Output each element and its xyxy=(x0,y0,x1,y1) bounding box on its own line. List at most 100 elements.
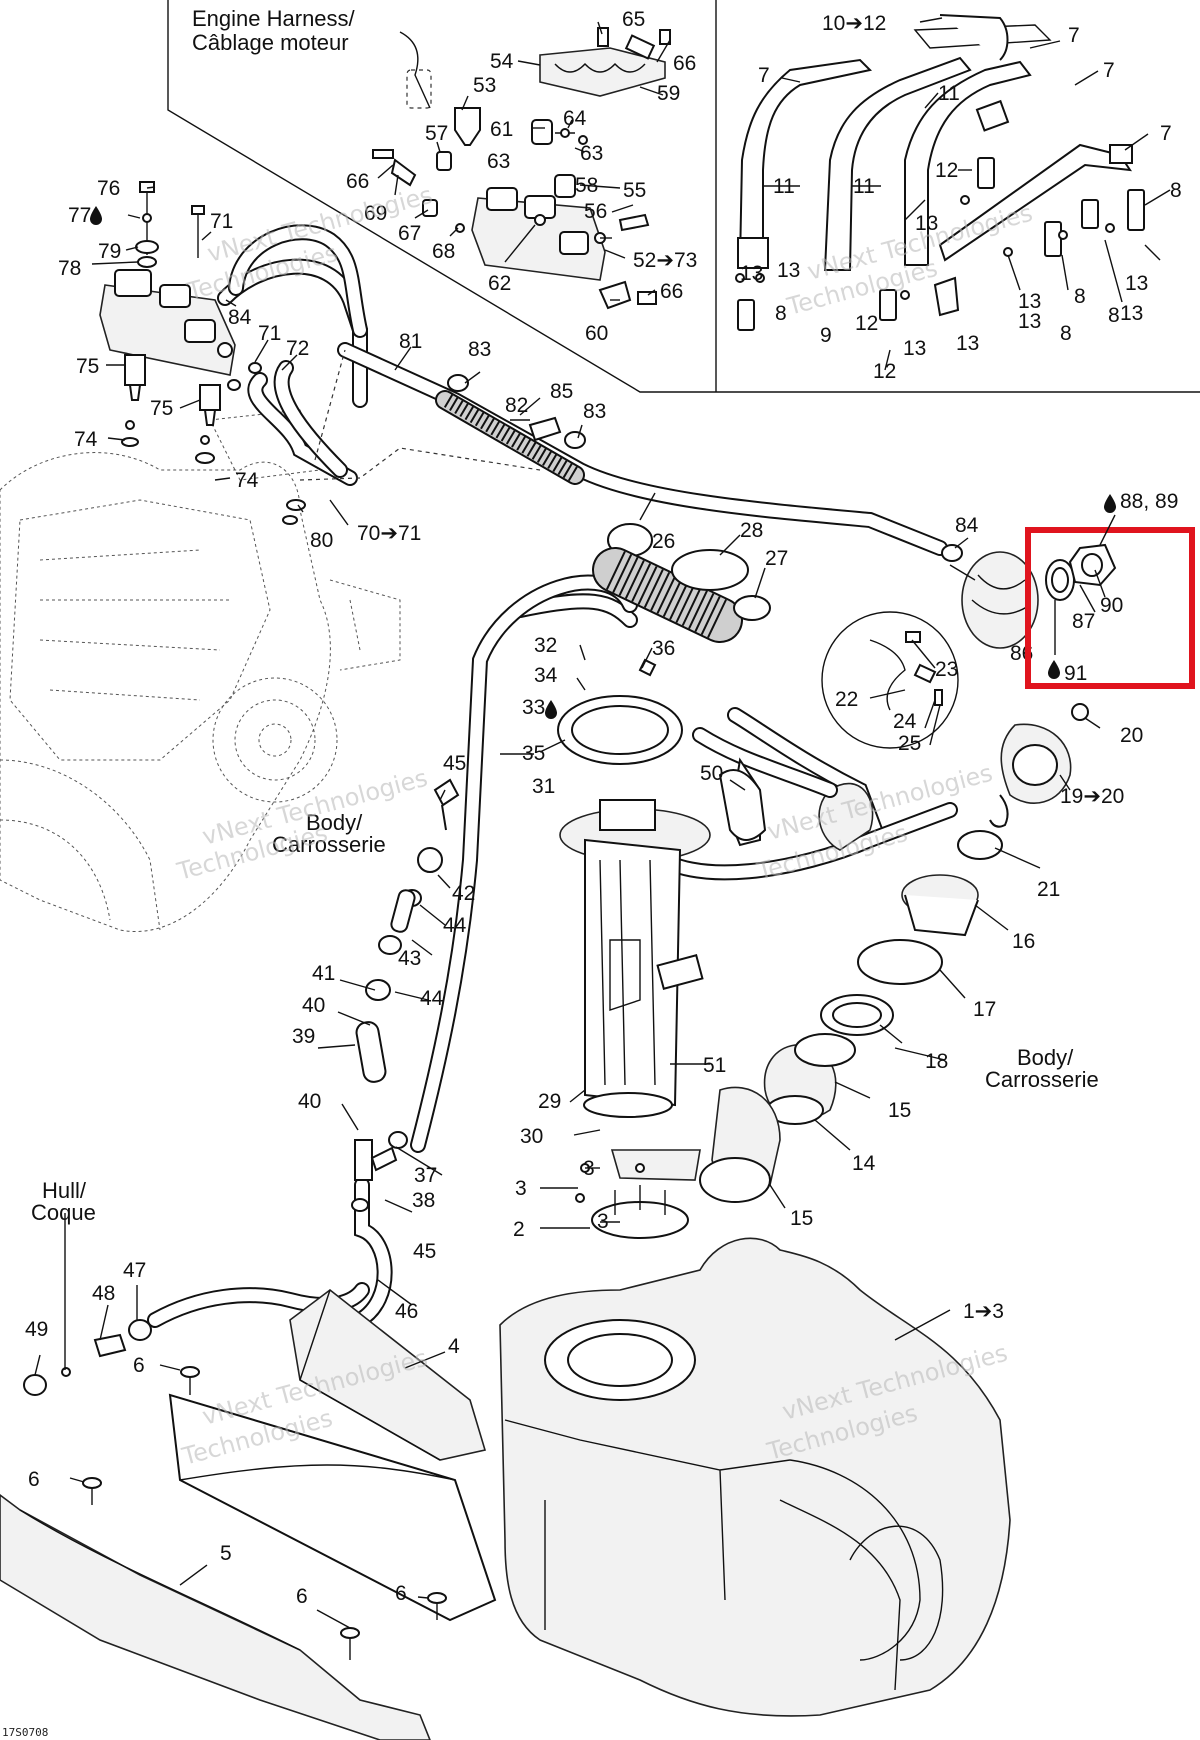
callout: 78 xyxy=(58,257,81,280)
callout: 66 xyxy=(660,280,683,303)
caption-engine-harness-fr: Câblage moteur xyxy=(192,30,349,55)
callout: 61 xyxy=(490,118,513,141)
callout: 32 xyxy=(534,634,557,657)
callout: 3 xyxy=(583,1157,595,1180)
callout: 12 xyxy=(873,360,896,383)
callout: 6 xyxy=(133,1354,145,1377)
callout: 83 xyxy=(583,400,606,423)
caption-body-right-fr: Carrosserie xyxy=(985,1067,1099,1092)
callout: 53 xyxy=(473,74,496,97)
callout: 30 xyxy=(520,1125,543,1148)
callout: 63 xyxy=(580,142,603,165)
callout: 83 xyxy=(468,338,491,361)
leader-lines xyxy=(34,17,1171,1629)
callout: 7 xyxy=(1068,24,1080,47)
callout: 12 xyxy=(935,159,958,182)
callout: 13 xyxy=(1125,272,1148,295)
callout: 18 xyxy=(925,1050,948,1073)
callout: 8 xyxy=(1108,304,1120,327)
callout: 31 xyxy=(532,775,555,798)
callout: 55 xyxy=(623,179,646,202)
callout: 45 xyxy=(443,752,466,775)
caption-body-top-fr: Carrosserie xyxy=(272,832,386,857)
callout: 7 xyxy=(1160,122,1172,145)
callout: 4 xyxy=(448,1335,460,1358)
callout-91: 91 xyxy=(1064,662,1087,685)
fuel-rail-left xyxy=(99,181,306,525)
callout: 1➔3 xyxy=(963,1300,1004,1323)
vent-line-parts xyxy=(351,778,460,1212)
callout: 9 xyxy=(820,324,832,347)
callout: 28 xyxy=(740,519,763,542)
callout: 40 xyxy=(298,1090,321,1113)
caption-hull-fr: Coque xyxy=(31,1200,96,1225)
fuel-rail-upper xyxy=(372,27,671,310)
callout: 14 xyxy=(852,1152,876,1175)
caption-hull: Hull/ xyxy=(42,1178,87,1203)
callout: 75 xyxy=(76,355,99,378)
callout: 40 xyxy=(302,994,325,1017)
callout: 43 xyxy=(398,947,421,970)
callout: 13 xyxy=(915,212,938,235)
callout: 71 xyxy=(258,322,281,345)
callout: 39 xyxy=(292,1025,315,1048)
callout: 56 xyxy=(584,200,607,223)
callout: 6 xyxy=(296,1585,308,1608)
callout: 84 xyxy=(955,514,979,537)
callout: 69 xyxy=(364,202,387,225)
highlight-box-group: 88, 89 87 90 91 xyxy=(1025,490,1195,689)
outlet-fitting-parts xyxy=(1045,543,1117,601)
callout: 54 xyxy=(490,50,514,73)
callout: 74 xyxy=(74,428,98,451)
callout: 67 xyxy=(398,222,421,245)
drop-icons xyxy=(90,206,557,719)
callout: 81 xyxy=(399,330,422,353)
callout: 13 xyxy=(1018,290,1041,313)
callout-90: 90 xyxy=(1100,594,1123,617)
drop-icon xyxy=(1048,660,1060,679)
callout: 80 xyxy=(310,529,333,552)
callout: 12 xyxy=(855,312,878,335)
callout: 68 xyxy=(432,240,455,263)
clamps-top xyxy=(447,374,1039,649)
callout: 47 xyxy=(123,1259,146,1282)
callout: 3 xyxy=(597,1210,609,1233)
callout: 62 xyxy=(488,272,511,295)
callout: 66 xyxy=(673,52,696,75)
callout: 22 xyxy=(835,688,858,711)
callout: 13 xyxy=(1018,310,1041,333)
callout: 15 xyxy=(888,1099,911,1122)
callout: 75 xyxy=(150,397,173,420)
caption-engine-harness: Engine Harness/ xyxy=(192,6,356,31)
callout: 59 xyxy=(657,82,680,105)
callout: 25 xyxy=(898,732,921,755)
callout: 70➔71 xyxy=(357,522,421,545)
callout: 27 xyxy=(765,547,788,570)
callout: 38 xyxy=(412,1189,435,1212)
drop-icon xyxy=(1104,494,1116,513)
callout: 44 xyxy=(420,987,444,1010)
callout: 52➔73 xyxy=(633,249,697,272)
drop-icon xyxy=(90,206,102,225)
fuel-hoses xyxy=(147,224,958,1328)
callout: 5 xyxy=(220,1542,232,1565)
callout: 79 xyxy=(98,240,121,263)
callout: 60 xyxy=(585,322,608,345)
callout: 64 xyxy=(563,107,587,130)
callout: 10➔12 xyxy=(822,12,886,35)
callout: 85 xyxy=(550,380,573,403)
callout: 48 xyxy=(92,1282,115,1305)
harness-connector xyxy=(406,69,432,109)
callout: 13 xyxy=(903,337,926,360)
callout: 58 xyxy=(575,174,598,197)
callout: 46 xyxy=(395,1300,418,1323)
tank-straps xyxy=(735,14,1145,331)
callout: 17 xyxy=(973,998,996,1021)
callout: 42 xyxy=(452,882,475,905)
callout: 8 xyxy=(1074,285,1086,308)
callout: 65 xyxy=(622,8,645,31)
fuel-tank xyxy=(499,1237,1011,1717)
callout: 26 xyxy=(652,530,675,553)
callout: 20 xyxy=(1120,724,1143,747)
